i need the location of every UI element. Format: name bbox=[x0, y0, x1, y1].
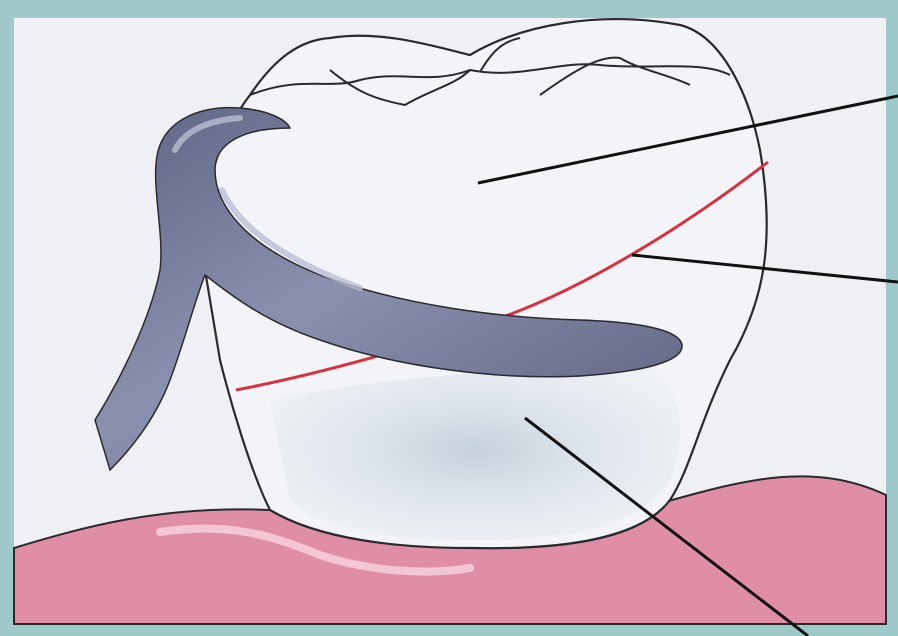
diagram-canvas bbox=[0, 0, 898, 636]
dental-clasp-diagram bbox=[0, 0, 898, 636]
